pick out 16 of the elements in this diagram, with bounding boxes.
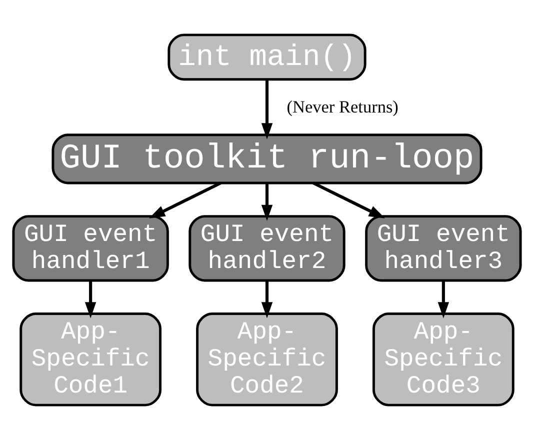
node-box: GUI toolkit run-loop: [52, 133, 482, 184]
arrow: [149, 181, 222, 218]
node-box: App-Specific Code3: [372, 312, 514, 406]
node-box: App-Specific Code1: [20, 312, 162, 406]
arrow: [261, 182, 273, 220]
arrow: [261, 78, 273, 139]
node-box: GUI event handler3: [365, 214, 522, 282]
node-box: GUI event handler1: [12, 214, 169, 282]
arrow: [438, 280, 450, 318]
node-box: int main(): [168, 33, 366, 80]
node-box: App-Specific Code2: [196, 312, 338, 406]
arrow: [312, 181, 385, 218]
arrow: [261, 280, 273, 318]
edge-label: (Never Returns): [286, 96, 398, 116]
node-box: GUI event handler2: [188, 214, 346, 282]
arrow: [84, 280, 96, 318]
